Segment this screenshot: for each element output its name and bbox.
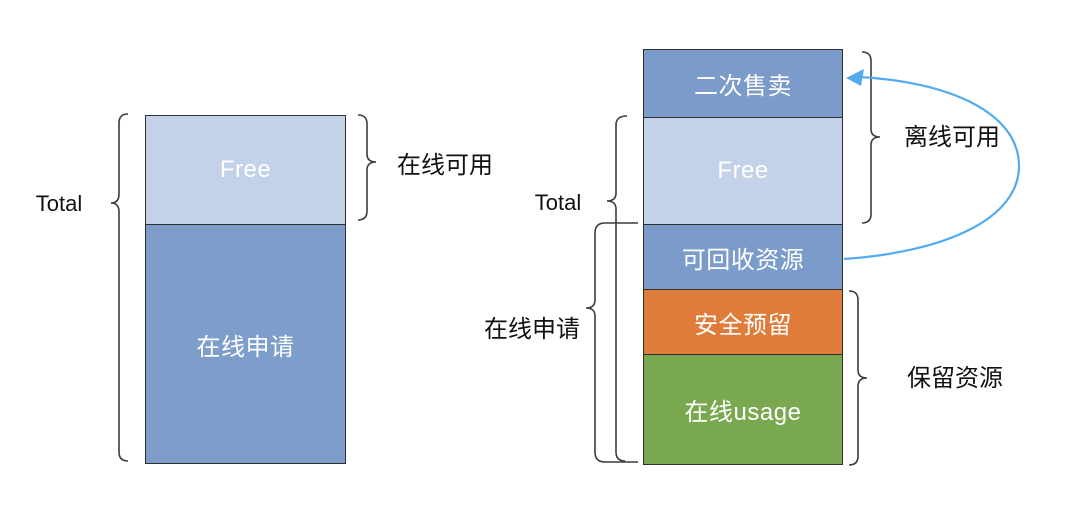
online-available-label: 在线可用 bbox=[397, 152, 493, 179]
left-stacked-bar: Free 在线申请 bbox=[145, 115, 346, 464]
segment-free: Free bbox=[644, 117, 842, 224]
segment-safety-reserve: 安全预留 bbox=[644, 289, 842, 354]
recycle-to-resale-arrow bbox=[843, 75, 1021, 261]
brace-left-total bbox=[110, 113, 129, 462]
segment-online-apply: 在线申请 bbox=[146, 224, 345, 463]
segment-free: Free bbox=[146, 116, 345, 224]
brace-reserved-resources bbox=[848, 290, 868, 466]
right-total-label: Total bbox=[534, 190, 582, 215]
reserved-resources-label: 保留资源 bbox=[907, 365, 1003, 392]
segment-resale: 二次售卖 bbox=[644, 50, 842, 117]
brace-online-available bbox=[357, 114, 377, 221]
left-total-label: Total bbox=[35, 191, 83, 216]
recycle-to-resale-arrowhead bbox=[846, 69, 864, 86]
segment-recyclable: 可回收资源 bbox=[644, 224, 842, 289]
online-apply-label: 在线申请 bbox=[484, 316, 580, 343]
brace-online-apply bbox=[585, 222, 638, 463]
brace-offline-available bbox=[861, 51, 881, 224]
offline-available-label: 离线可用 bbox=[904, 124, 1000, 151]
brace-right-total bbox=[606, 115, 628, 462]
right-stacked-bar: 二次售卖 Free 可回收资源 安全预留 在线usage bbox=[643, 49, 843, 465]
segment-online-usage: 在线usage bbox=[644, 354, 842, 464]
